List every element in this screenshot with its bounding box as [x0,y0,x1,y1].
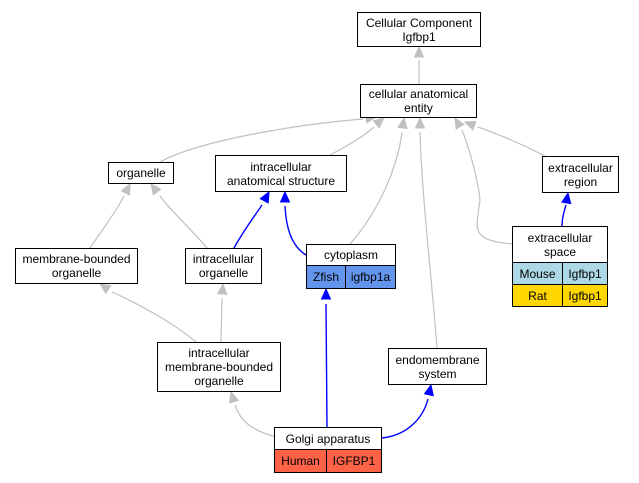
edge-endomembrane-to-cae-arrowhead [414,116,426,129]
edge-io-to-organelle [159,195,208,249]
node-membrane-bounded-organelle[interactable]: membrane-bounded organelle [15,248,138,284]
edge-golgi-to-endomembrane-arrowhead [423,383,434,397]
edge-io-to-organelle-arrowhead [150,183,162,196]
edge-ecspace-to-ecregion-arrowhead [561,191,572,205]
edge-endomembrane-to-cae [419,131,438,349]
edge-cytoplasm-to-cae [349,131,403,245]
edge-golgi-to-endomembrane [381,398,429,439]
edge-mbo-to-organelle-arrowhead [120,182,131,196]
node-cellular-component[interactable]: Cellular Component Igfbp1 [357,12,481,47]
node-endomembrane-system[interactable]: endomembrane system [388,348,487,385]
edge-cytoplasm-to-ias [284,205,307,256]
edge-golgi-to-imbo [234,404,277,438]
node-label-line2: organelle [51,266,102,280]
node-intracellular-membrane-bounded-organelle[interactable]: intracellular membrane-bounded organelle [157,342,281,392]
node-label-line1: endomembrane [395,352,480,367]
node-label: cytoplasm [323,248,379,262]
edge-organelle-to-cae [159,118,364,163]
annotation-gene-cell: Igfbp1 [562,262,608,285]
edge-io-to-ias [233,204,263,249]
node-cytoplasm[interactable]: cytoplasm [306,244,396,266]
edge-ias-to-cae [329,126,375,156]
node-label-line2: entity [404,101,433,115]
node-label-line2: space [543,244,577,259]
edge-mbo-to-organelle [89,195,125,249]
annotation-gene-cell: igfbp1a [345,265,396,289]
annotation-gene-cell: IGFBP1 [326,449,382,473]
node-label-line2: anatomical structure [226,173,336,188]
node-label-line1: extracellular [548,160,613,175]
node-label-line3: organelle [194,374,244,388]
edge-ecspace-to-ecregion [561,204,567,227]
annotation-species-cell: Rat [512,284,563,307]
edge-imbo-to-io-arrowhead [216,282,228,295]
node-label-line1: Cellular Component [365,15,473,30]
node-label-line1: cellular anatomical [368,87,469,101]
node-intracellular-organelle[interactable]: intracellular organelle [185,248,262,284]
annotation-species-cell: Mouse [512,262,563,285]
node-label-line2: region [563,174,598,189]
node-label-line1: extracellular [527,230,593,245]
node-label: Golgi apparatus [285,431,371,446]
edge-io-to-ias-arrowhead [259,190,270,204]
node-label-line2: organelle [198,266,249,280]
node-label-line1: intracellular [192,252,255,266]
edge-ecregion-to-cae-arrowhead [463,120,477,131]
node-golgi-apparatus[interactable]: Golgi apparatus [274,427,382,450]
edge-ecspace-to-cae [461,129,513,245]
edge-ias-to-cae-arrowhead [372,117,385,129]
node-label-line2: membrane-bounded [164,360,274,374]
node-intracellular-anatomical-structure[interactable]: intracellular anatomical structure [215,155,347,192]
edge-ecspace-to-cae-arrowhead [454,116,465,130]
annotation-species-cell: Zfish [306,265,346,289]
node-label-line2: system [418,366,457,381]
node-label-line2: Igfbp1 [402,29,436,44]
edge-cae-to-cellular-component-arrowhead [413,45,425,58]
edge-cytoplasm-to-ias-arrowhead [279,190,291,203]
edge-ecregion-to-cae [477,126,546,157]
edge-imbo-to-mbo-arrowhead [98,283,112,295]
edge-golgi-to-imbo-arrowhead [229,390,240,404]
edge-imbo-to-mbo [111,291,197,343]
annotation-species-cell: Human [274,449,327,473]
edge-golgi-to-cytoplasm [325,303,328,428]
node-cellular-anatomical-entity[interactable]: cellular anatomical entity [360,84,477,118]
node-extracellular-region[interactable]: extracellular region [542,156,619,193]
edge-cytoplasm-to-cae-arrowhead [397,116,408,130]
node-label: organelle [116,166,166,180]
node-extracellular-space[interactable]: extracellular space [512,226,608,263]
node-label-line1: membrane-bounded [22,252,131,266]
annotation-gene-cell: Igfbp1 [562,284,608,307]
edge-golgi-to-cytoplasm-arrowhead [320,287,332,300]
node-label-line1: intracellular [188,346,250,360]
edge-imbo-to-io [220,297,223,343]
node-organelle[interactable]: organelle [108,162,174,184]
node-label-line1: intracellular [250,159,312,174]
